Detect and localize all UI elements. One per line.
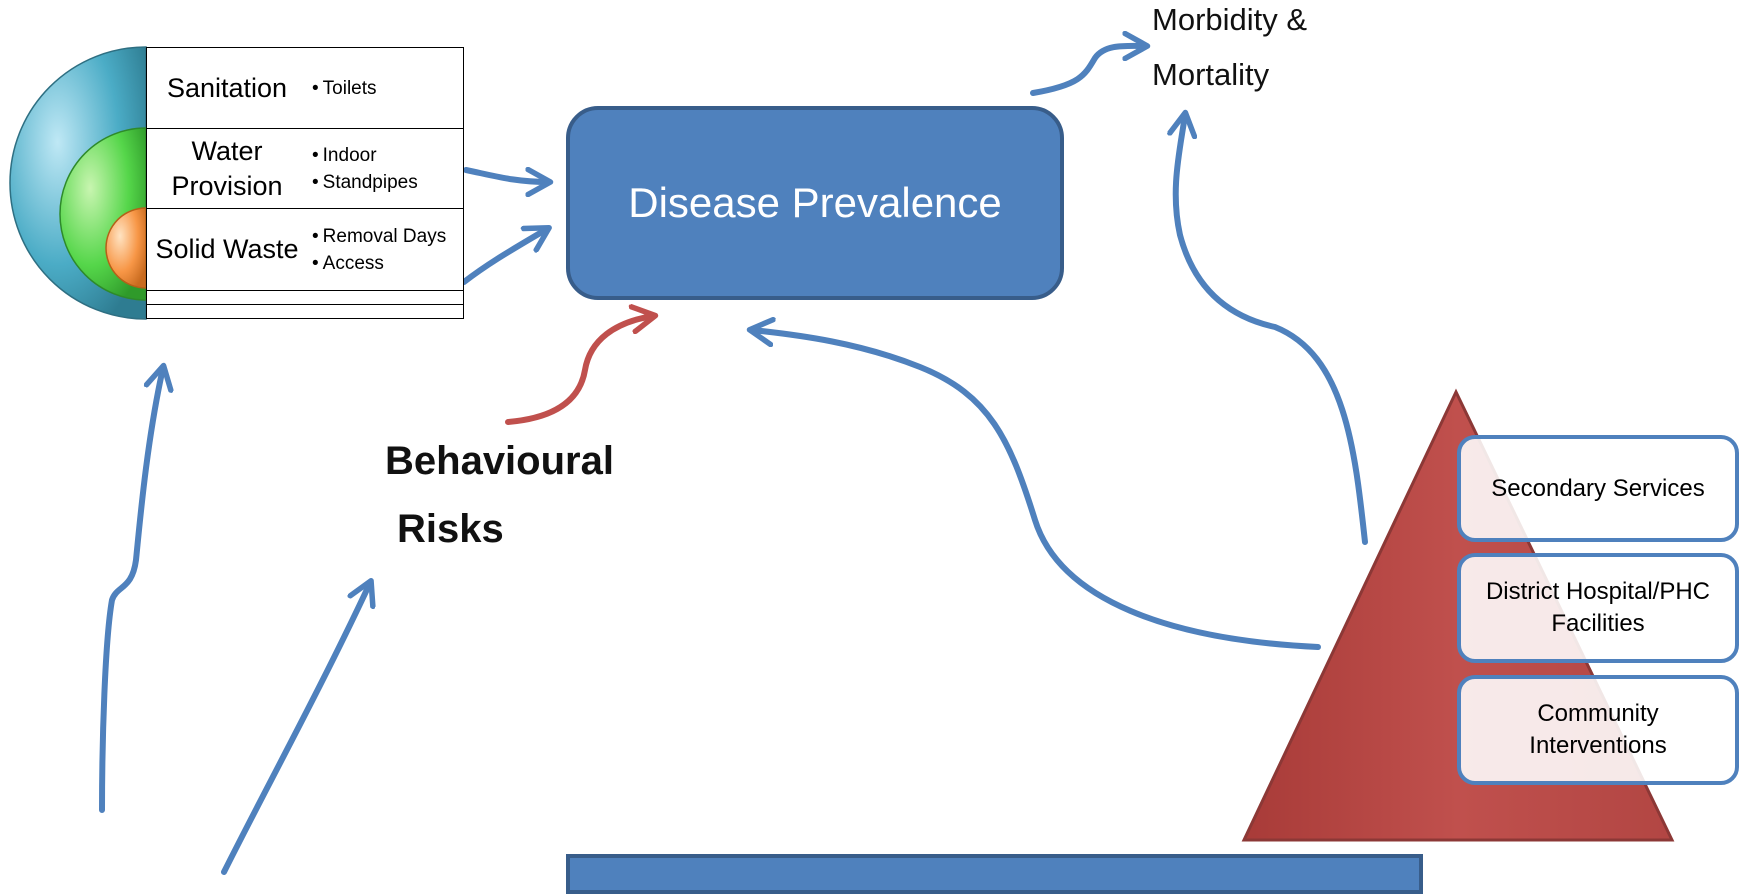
table-row-solid-waste: Solid Waste Removal Days Access <box>147 209 463 291</box>
bullet-access: Access <box>312 250 446 277</box>
bullet-toilets: Toilets <box>312 75 377 102</box>
bullet-indoor: Indoor <box>312 142 418 169</box>
level-label-community: Community Interventions <box>1529 700 1667 759</box>
arrow-waste-to-disease <box>461 229 547 285</box>
arrow-pyramid-to-disease <box>752 330 1321 650</box>
infrastructure-table: Sanitation Toilets Water Provision Indoo… <box>146 47 464 319</box>
level-secondary-services: Secondary Services <box>1457 435 1739 542</box>
level-district-hospital: District Hospital/PHC Facilities <box>1457 553 1739 663</box>
bullet-removal-days: Removal Days <box>312 223 447 250</box>
bullet-standpipes: Standpipes <box>312 169 418 196</box>
table-row-water: Water Provision Indoor Standpipes <box>147 129 463 209</box>
row-label-solid-waste: Solid Waste <box>155 234 299 264</box>
arrow-water-to-disease <box>463 170 548 182</box>
disease-prevalence-box: Disease Prevalence <box>566 106 1064 300</box>
bottom-box <box>566 854 1423 894</box>
outcome-line2: Mortality <box>1152 57 1270 92</box>
outcome-label: Morbidity & Mortality <box>1152 0 1307 102</box>
table-row-sanitation: Sanitation Toilets <box>147 48 463 129</box>
disease-prevalence-label: Disease Prevalence <box>628 179 1002 226</box>
behaviour-line2: Risks <box>397 507 504 551</box>
arrow-pyramid-to-outcome <box>1176 115 1368 545</box>
level-label-district: District Hospital/PHC Facilities <box>1485 578 1711 637</box>
nested-circles-graphic <box>9 46 147 320</box>
row-label-water: Water Provision <box>171 135 283 201</box>
arrow-up-to-infrastructure <box>99 368 163 813</box>
arrow-up-to-behaviour <box>221 583 370 875</box>
arrow-behaviour-to-disease <box>505 316 653 425</box>
table-row-empty <box>147 291 463 305</box>
row-label-sanitation: Sanitation <box>166 72 288 103</box>
arrow-disease-to-outcome <box>1030 46 1145 96</box>
outcome-line1: Morbidity & <box>1152 2 1308 37</box>
behaviour-line1: Behavioural <box>385 439 614 483</box>
level-community-interventions: Community Interventions <box>1457 675 1739 785</box>
behavioural-risks-label: Behavioural Risks <box>385 427 614 563</box>
level-label-secondary: Secondary Services <box>1491 474 1705 502</box>
